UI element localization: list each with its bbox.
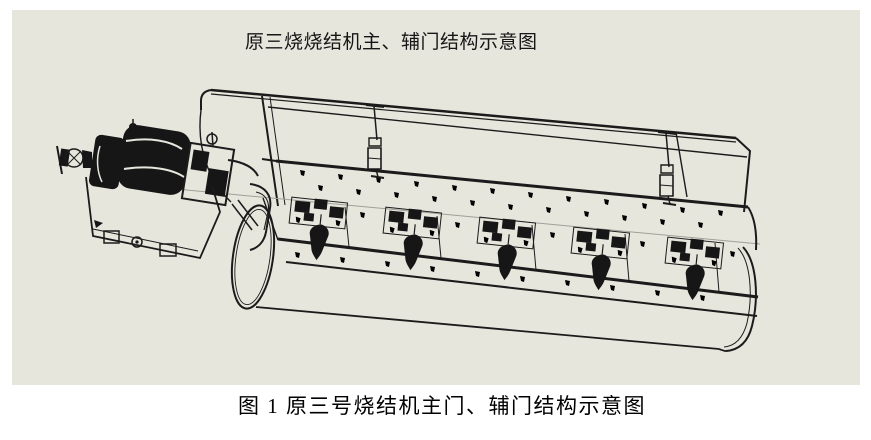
figure-caption: 图 1 原三号烧结机主门、辅门结构示意图 xyxy=(238,394,646,418)
drive-shaft-coupling xyxy=(57,146,92,174)
latch-clamp-4 xyxy=(568,226,630,293)
drive-unit xyxy=(57,119,270,258)
turnbuckle-rod-1 xyxy=(365,104,385,179)
figure-panel: 原三烧烧结机主、辅门结构示意图 xyxy=(12,10,860,385)
gearbox xyxy=(182,132,234,205)
housing-box xyxy=(200,90,750,212)
machine-drawing xyxy=(12,10,860,385)
door-panel-band xyxy=(263,198,758,316)
latch-clamp-1 xyxy=(286,196,348,263)
base-plate xyxy=(86,177,220,258)
turnbuckle-rod-2 xyxy=(657,131,677,206)
cylinder-body xyxy=(226,203,756,351)
motor xyxy=(88,119,191,195)
figure-title: 原三烧烧结机主、辅门结构示意图 xyxy=(245,32,538,53)
latch-clamp-3 xyxy=(474,216,536,283)
output-bracket xyxy=(228,160,270,250)
